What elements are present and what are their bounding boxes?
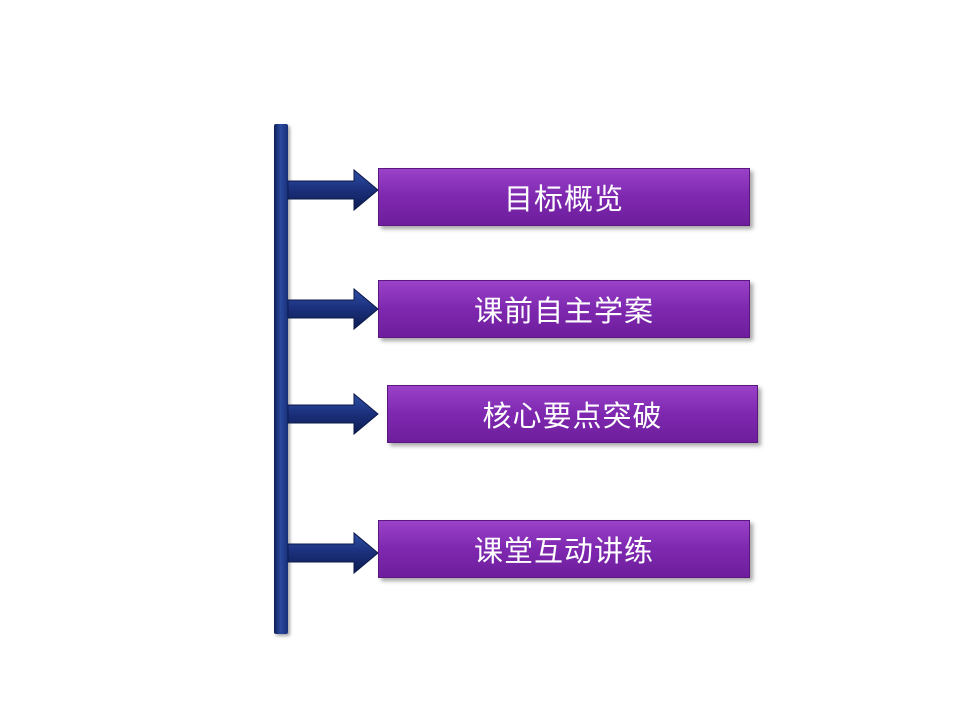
arrow-icon <box>287 392 380 436</box>
menu-item-target-overview[interactable]: 目标概览 <box>378 168 750 226</box>
arrow-icon <box>287 168 380 212</box>
menu-item-core-points[interactable]: 核心要点突破 <box>387 385 758 443</box>
menu-item-label: 核心要点突破 <box>482 399 663 433</box>
menu-item-label: 课前自主学案 <box>473 294 654 328</box>
menu-item-label: 课堂互动讲练 <box>473 534 654 568</box>
menu-item-classroom-interaction[interactable]: 课堂互动讲练 <box>378 520 750 578</box>
arrow-icon <box>287 287 380 331</box>
arrow-icon <box>287 531 380 575</box>
menu-item-label: 目标概览 <box>503 182 624 216</box>
menu-item-pre-class-study[interactable]: 课前自主学案 <box>378 280 750 338</box>
vertical-connector-line <box>274 124 288 634</box>
